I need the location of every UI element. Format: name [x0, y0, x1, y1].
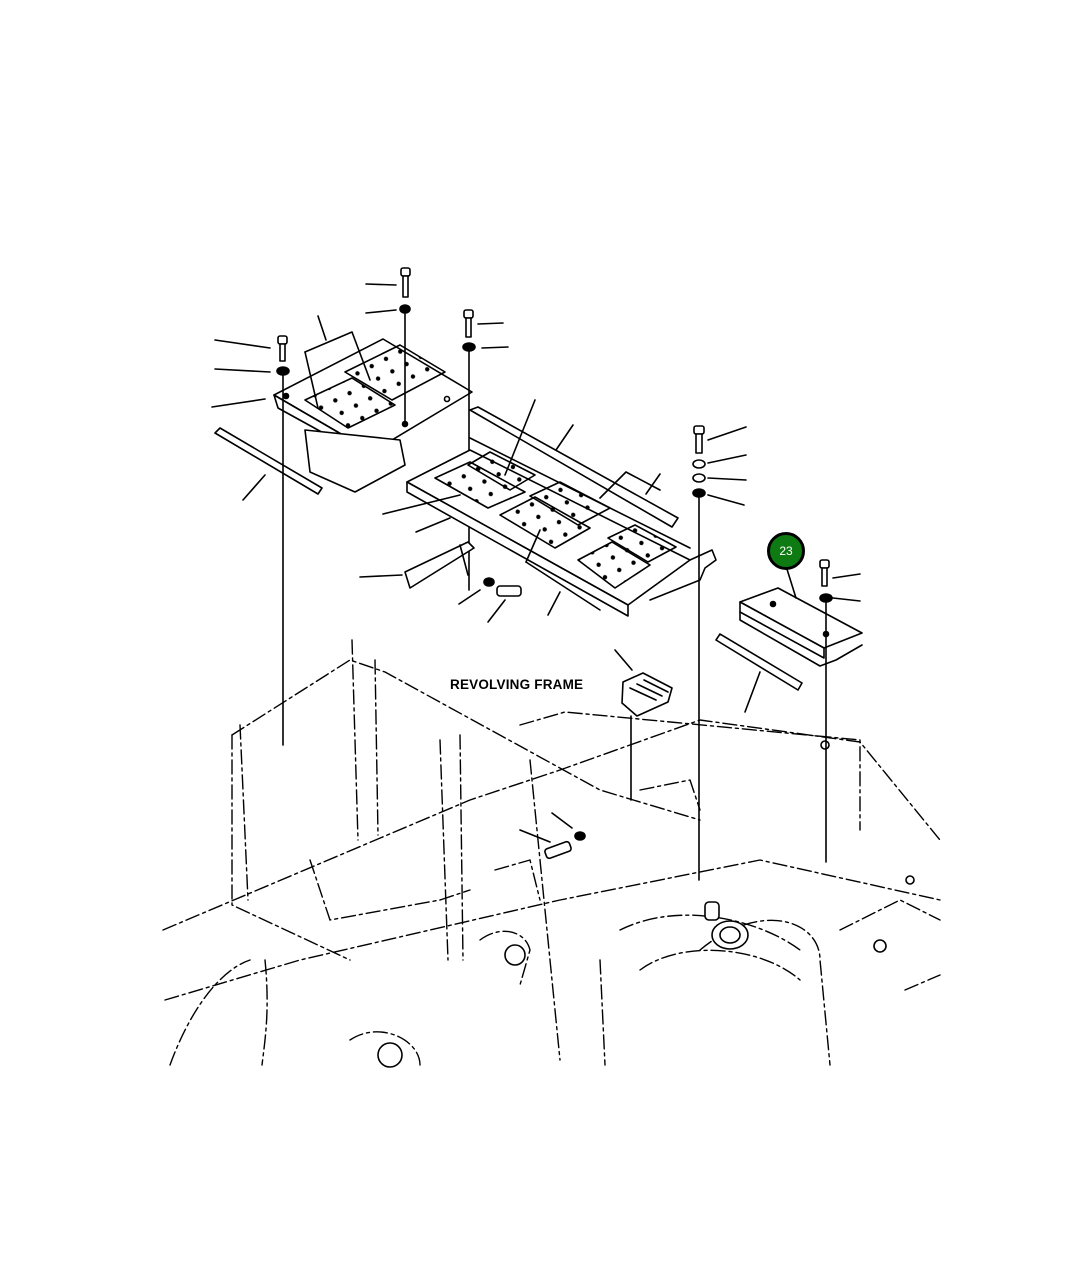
small-cover-plate [715, 559, 863, 863]
revolving-frame-label: REVOLVING FRAME [450, 677, 584, 692]
fuel-cap [377, 740, 915, 1068]
right-bolts [692, 425, 747, 881]
revolving-frame [162, 639, 941, 1066]
step-plate [382, 399, 717, 617]
left-box-cover [273, 315, 473, 493]
frame-bolt [519, 812, 586, 860]
left-bolts [211, 267, 509, 746]
rubber-block [614, 649, 673, 801]
callout-badge-23[interactable]: 23 [767, 532, 805, 570]
callout-number: 23 [779, 544, 793, 558]
step-bracket [359, 541, 522, 623]
